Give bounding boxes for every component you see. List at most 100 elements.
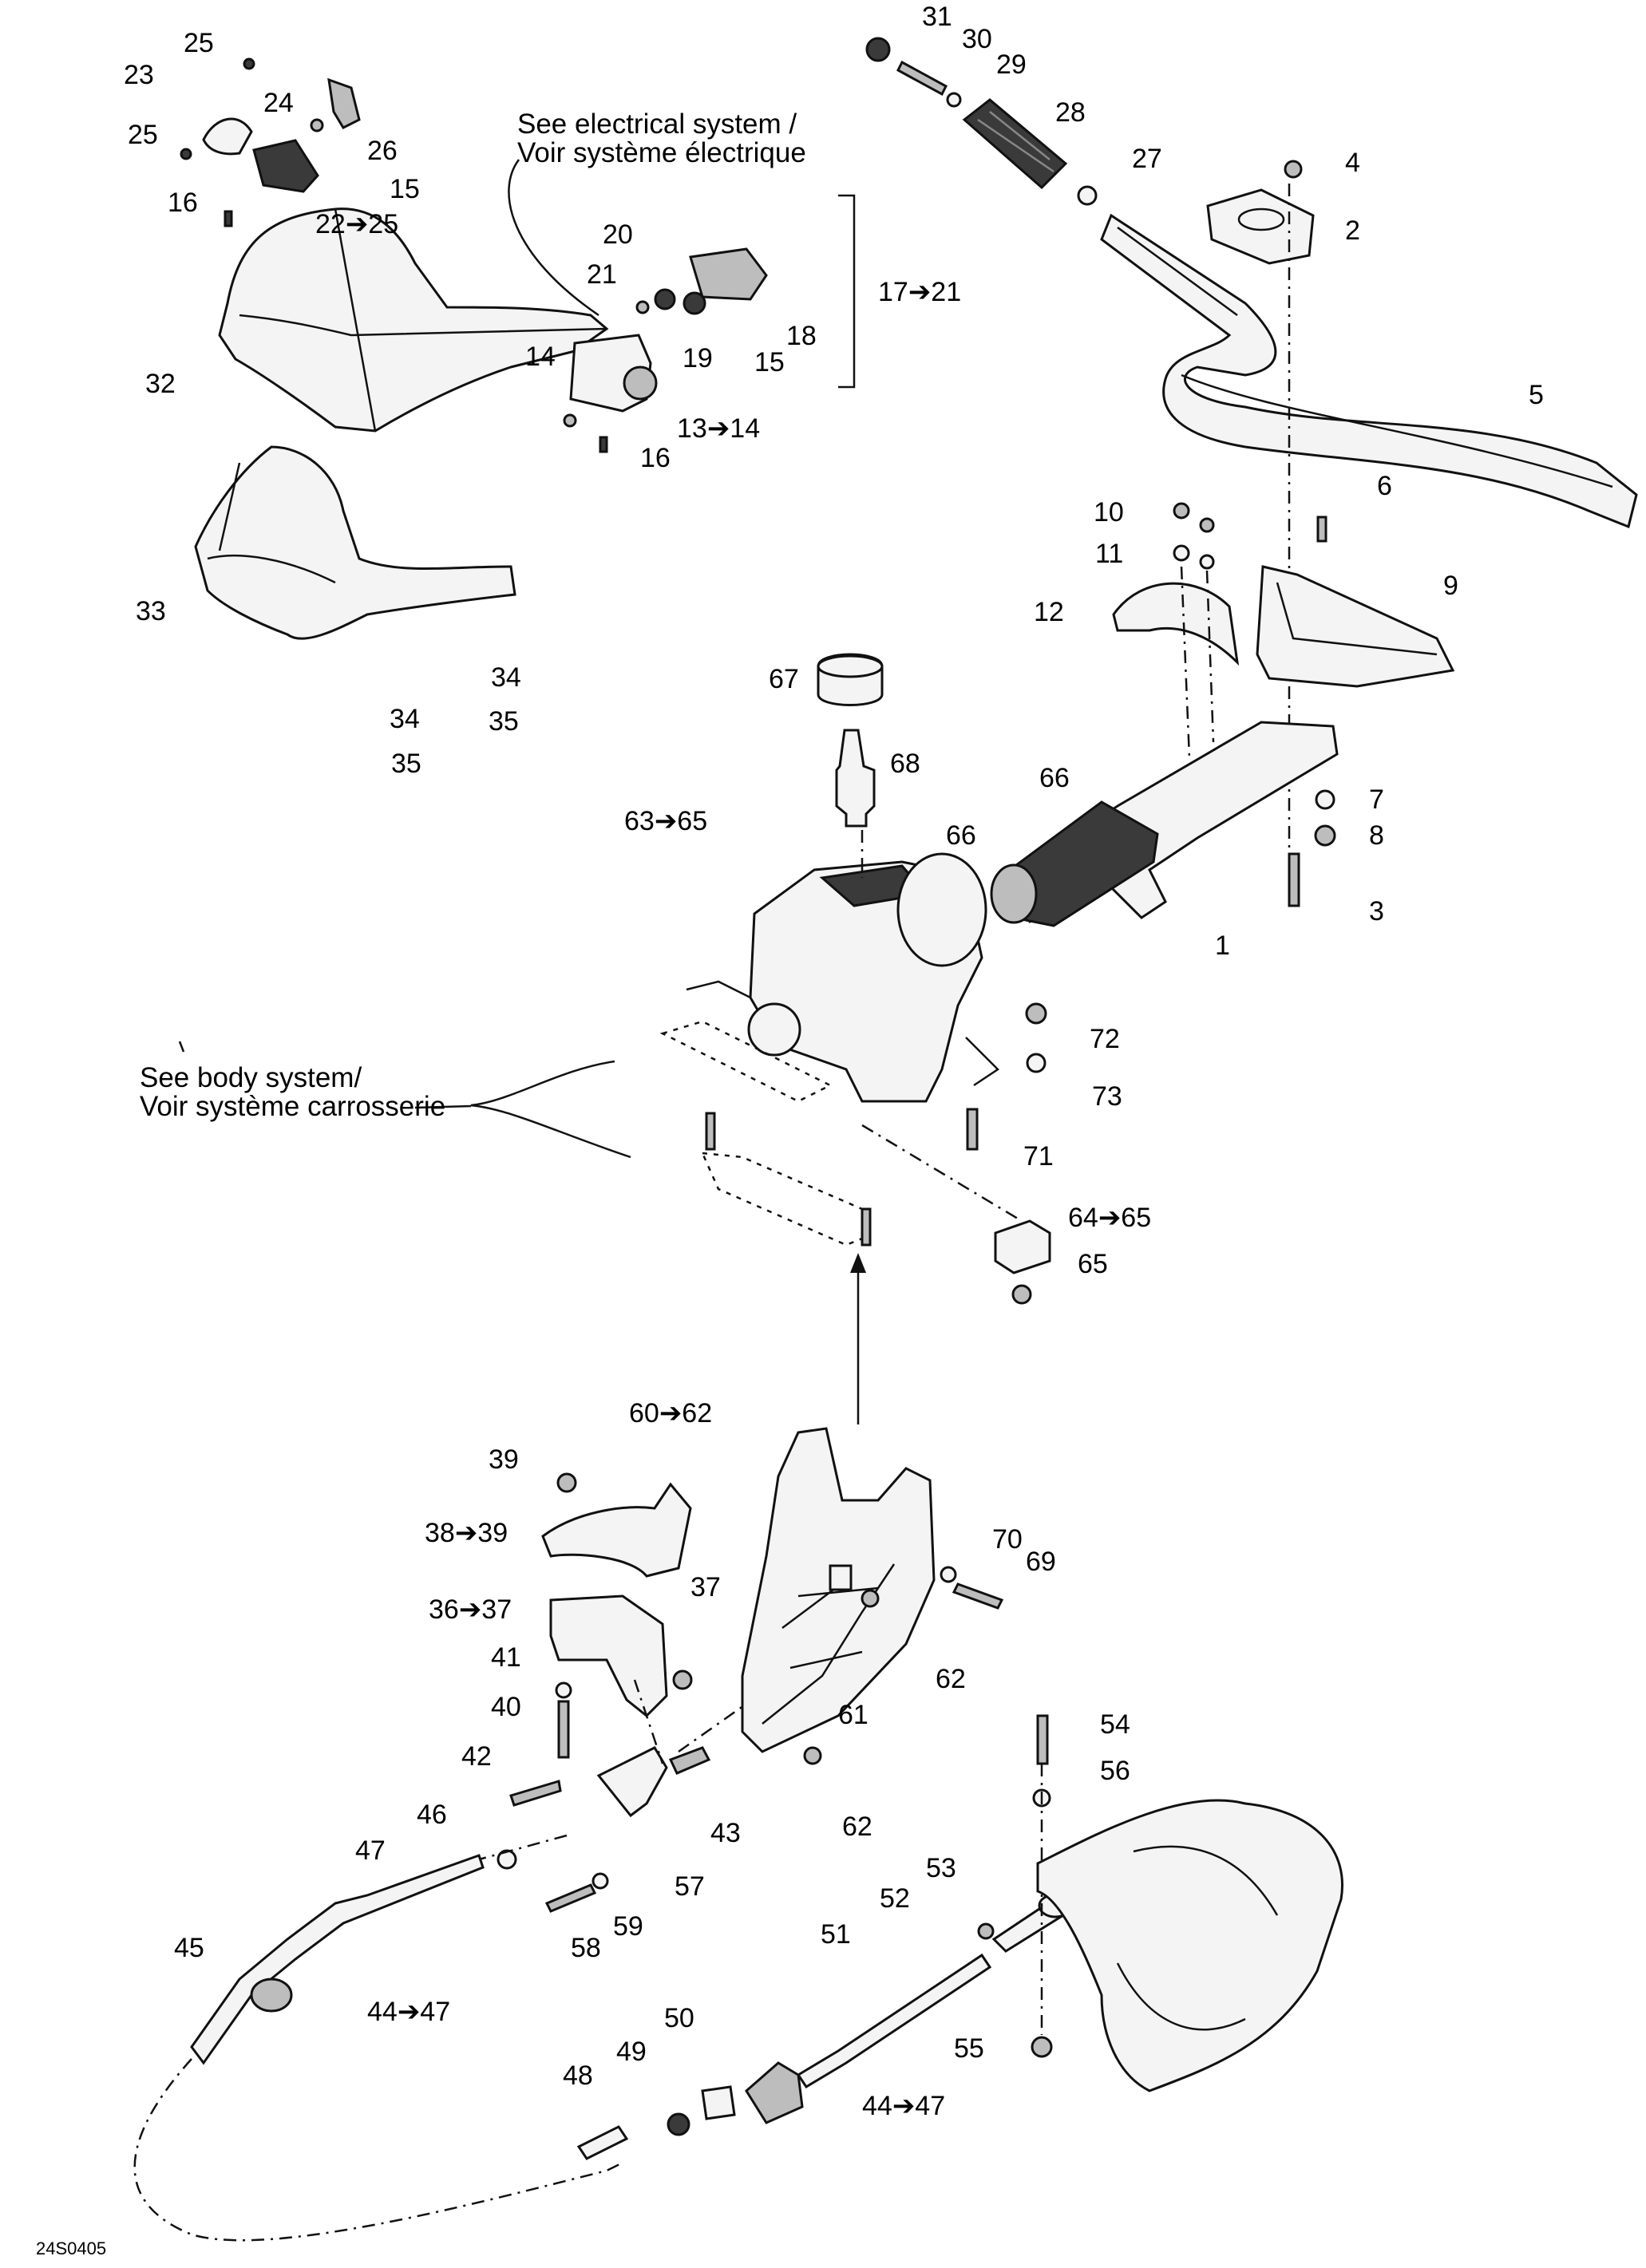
switch-housing-group xyxy=(563,247,768,453)
washer-48 xyxy=(667,2112,690,2136)
steering-column-group xyxy=(990,502,1455,927)
callout: 33 xyxy=(136,596,166,626)
screw-16a xyxy=(224,210,233,227)
handlebar-5 xyxy=(1100,213,1638,529)
callout: 44➔47 xyxy=(367,1997,450,2027)
callout: 55 xyxy=(954,2033,984,2064)
callout: 69 xyxy=(1026,1547,1056,1577)
callout: 58 xyxy=(571,1933,601,1963)
callout: 48 xyxy=(563,2061,593,2091)
spring-21 xyxy=(635,300,650,314)
callout: 70 xyxy=(992,1524,1023,1555)
nut-4 xyxy=(1284,160,1303,179)
callout: 2 xyxy=(1345,215,1360,246)
callout: 18 xyxy=(786,321,817,351)
callout: 32 xyxy=(145,369,176,399)
screw-16b xyxy=(599,436,608,453)
callout: 41 xyxy=(491,1642,521,1673)
callout: 42 xyxy=(461,1741,492,1772)
callout: 34 xyxy=(491,662,521,693)
nut-14 xyxy=(563,413,577,428)
callout: 34 xyxy=(390,704,420,734)
callout: 66 xyxy=(1039,763,1070,793)
gear-drum xyxy=(896,852,987,967)
callout: 24 xyxy=(263,88,294,118)
steering-gear-group xyxy=(659,653,1051,1305)
callout: 66 xyxy=(946,820,976,851)
washer-41 xyxy=(555,1681,572,1699)
callout: 31 xyxy=(922,2,952,32)
callout: 27 xyxy=(1132,144,1162,174)
gear-hub xyxy=(747,1002,801,1057)
callout: 19 xyxy=(683,343,713,373)
washer-27 xyxy=(1077,185,1098,206)
washer-11b xyxy=(1199,554,1215,570)
bolt-69 xyxy=(952,1582,1004,1610)
callout: 14 xyxy=(525,342,556,372)
handlebar-cover-group xyxy=(180,57,609,640)
block-64 xyxy=(994,1219,1051,1274)
handlebar-cover-32 xyxy=(218,207,609,433)
callout: 51 xyxy=(821,1919,851,1950)
callout: 11 xyxy=(1095,539,1123,569)
washer-70 xyxy=(940,1566,957,1583)
plate-body-ref xyxy=(659,1020,833,1103)
callout: 50 xyxy=(664,2003,694,2033)
lower-bracket-group xyxy=(478,1253,1004,1913)
bolt-58 xyxy=(544,1883,597,1913)
callout: 43 xyxy=(710,1818,741,1848)
callout: 6 xyxy=(1377,471,1392,501)
callout: 45 xyxy=(174,1933,204,1963)
callout: 62 xyxy=(936,1664,966,1694)
body-note-fr: Voir système carrosserie xyxy=(140,1091,445,1122)
nut-8 xyxy=(1314,824,1336,847)
callout: 38➔39 xyxy=(425,1518,508,1548)
callout: 13➔14 xyxy=(677,413,760,444)
screw-25a xyxy=(243,57,255,70)
callout: 56 xyxy=(1100,1756,1130,1786)
shroud-22 xyxy=(252,139,319,193)
bolt-54 xyxy=(1036,1714,1049,1765)
washer-59 xyxy=(592,1872,609,1890)
handlebar-cover-lower-33 xyxy=(194,445,516,640)
callout: 1 xyxy=(1215,931,1230,961)
callout: 59 xyxy=(613,1911,643,1942)
post-68 xyxy=(835,729,876,828)
callout: 35 xyxy=(391,749,421,779)
callout: 37 xyxy=(690,1572,721,1602)
nut-72 xyxy=(1025,1002,1047,1025)
callout: 64➔65 xyxy=(1068,1203,1151,1233)
callout: 23 xyxy=(124,60,154,90)
callout: 63➔65 xyxy=(624,806,707,836)
cable-44a xyxy=(190,1854,485,2065)
callout: 57 xyxy=(675,1871,705,1902)
callout: 36➔37 xyxy=(429,1594,512,1625)
button-19 xyxy=(683,291,706,315)
clamp-2 xyxy=(1206,188,1315,265)
clamp-36 xyxy=(549,1594,668,1718)
body-note-en: See body system/ xyxy=(140,1062,362,1093)
callout: 49 xyxy=(616,2037,647,2067)
callout: 17➔21 xyxy=(878,277,961,307)
callout: 35 xyxy=(489,706,519,737)
nut-62b xyxy=(803,1746,822,1765)
cap-23 xyxy=(202,117,253,156)
callout: 15 xyxy=(754,347,785,377)
callout: 60➔62 xyxy=(629,1398,712,1428)
callout-texts: See electrical system / Voir système éle… xyxy=(36,2,1544,2258)
nut-24 xyxy=(310,118,324,132)
callout: 61 xyxy=(838,1700,869,1730)
callout: 54 xyxy=(1100,1709,1130,1740)
plate-body-ref-2 xyxy=(700,1152,868,1247)
washer-46 xyxy=(497,1849,517,1870)
callout: 28 xyxy=(1055,97,1086,128)
switch-cover-18 xyxy=(689,247,768,301)
lever-26 xyxy=(327,77,361,129)
fitting-50 xyxy=(745,2061,804,2124)
nut-45 xyxy=(250,1978,293,2013)
callout: 21 xyxy=(587,259,617,290)
callout: 47 xyxy=(355,1835,386,1866)
callout: 7 xyxy=(1369,784,1384,815)
callout: 10 xyxy=(1094,497,1124,527)
